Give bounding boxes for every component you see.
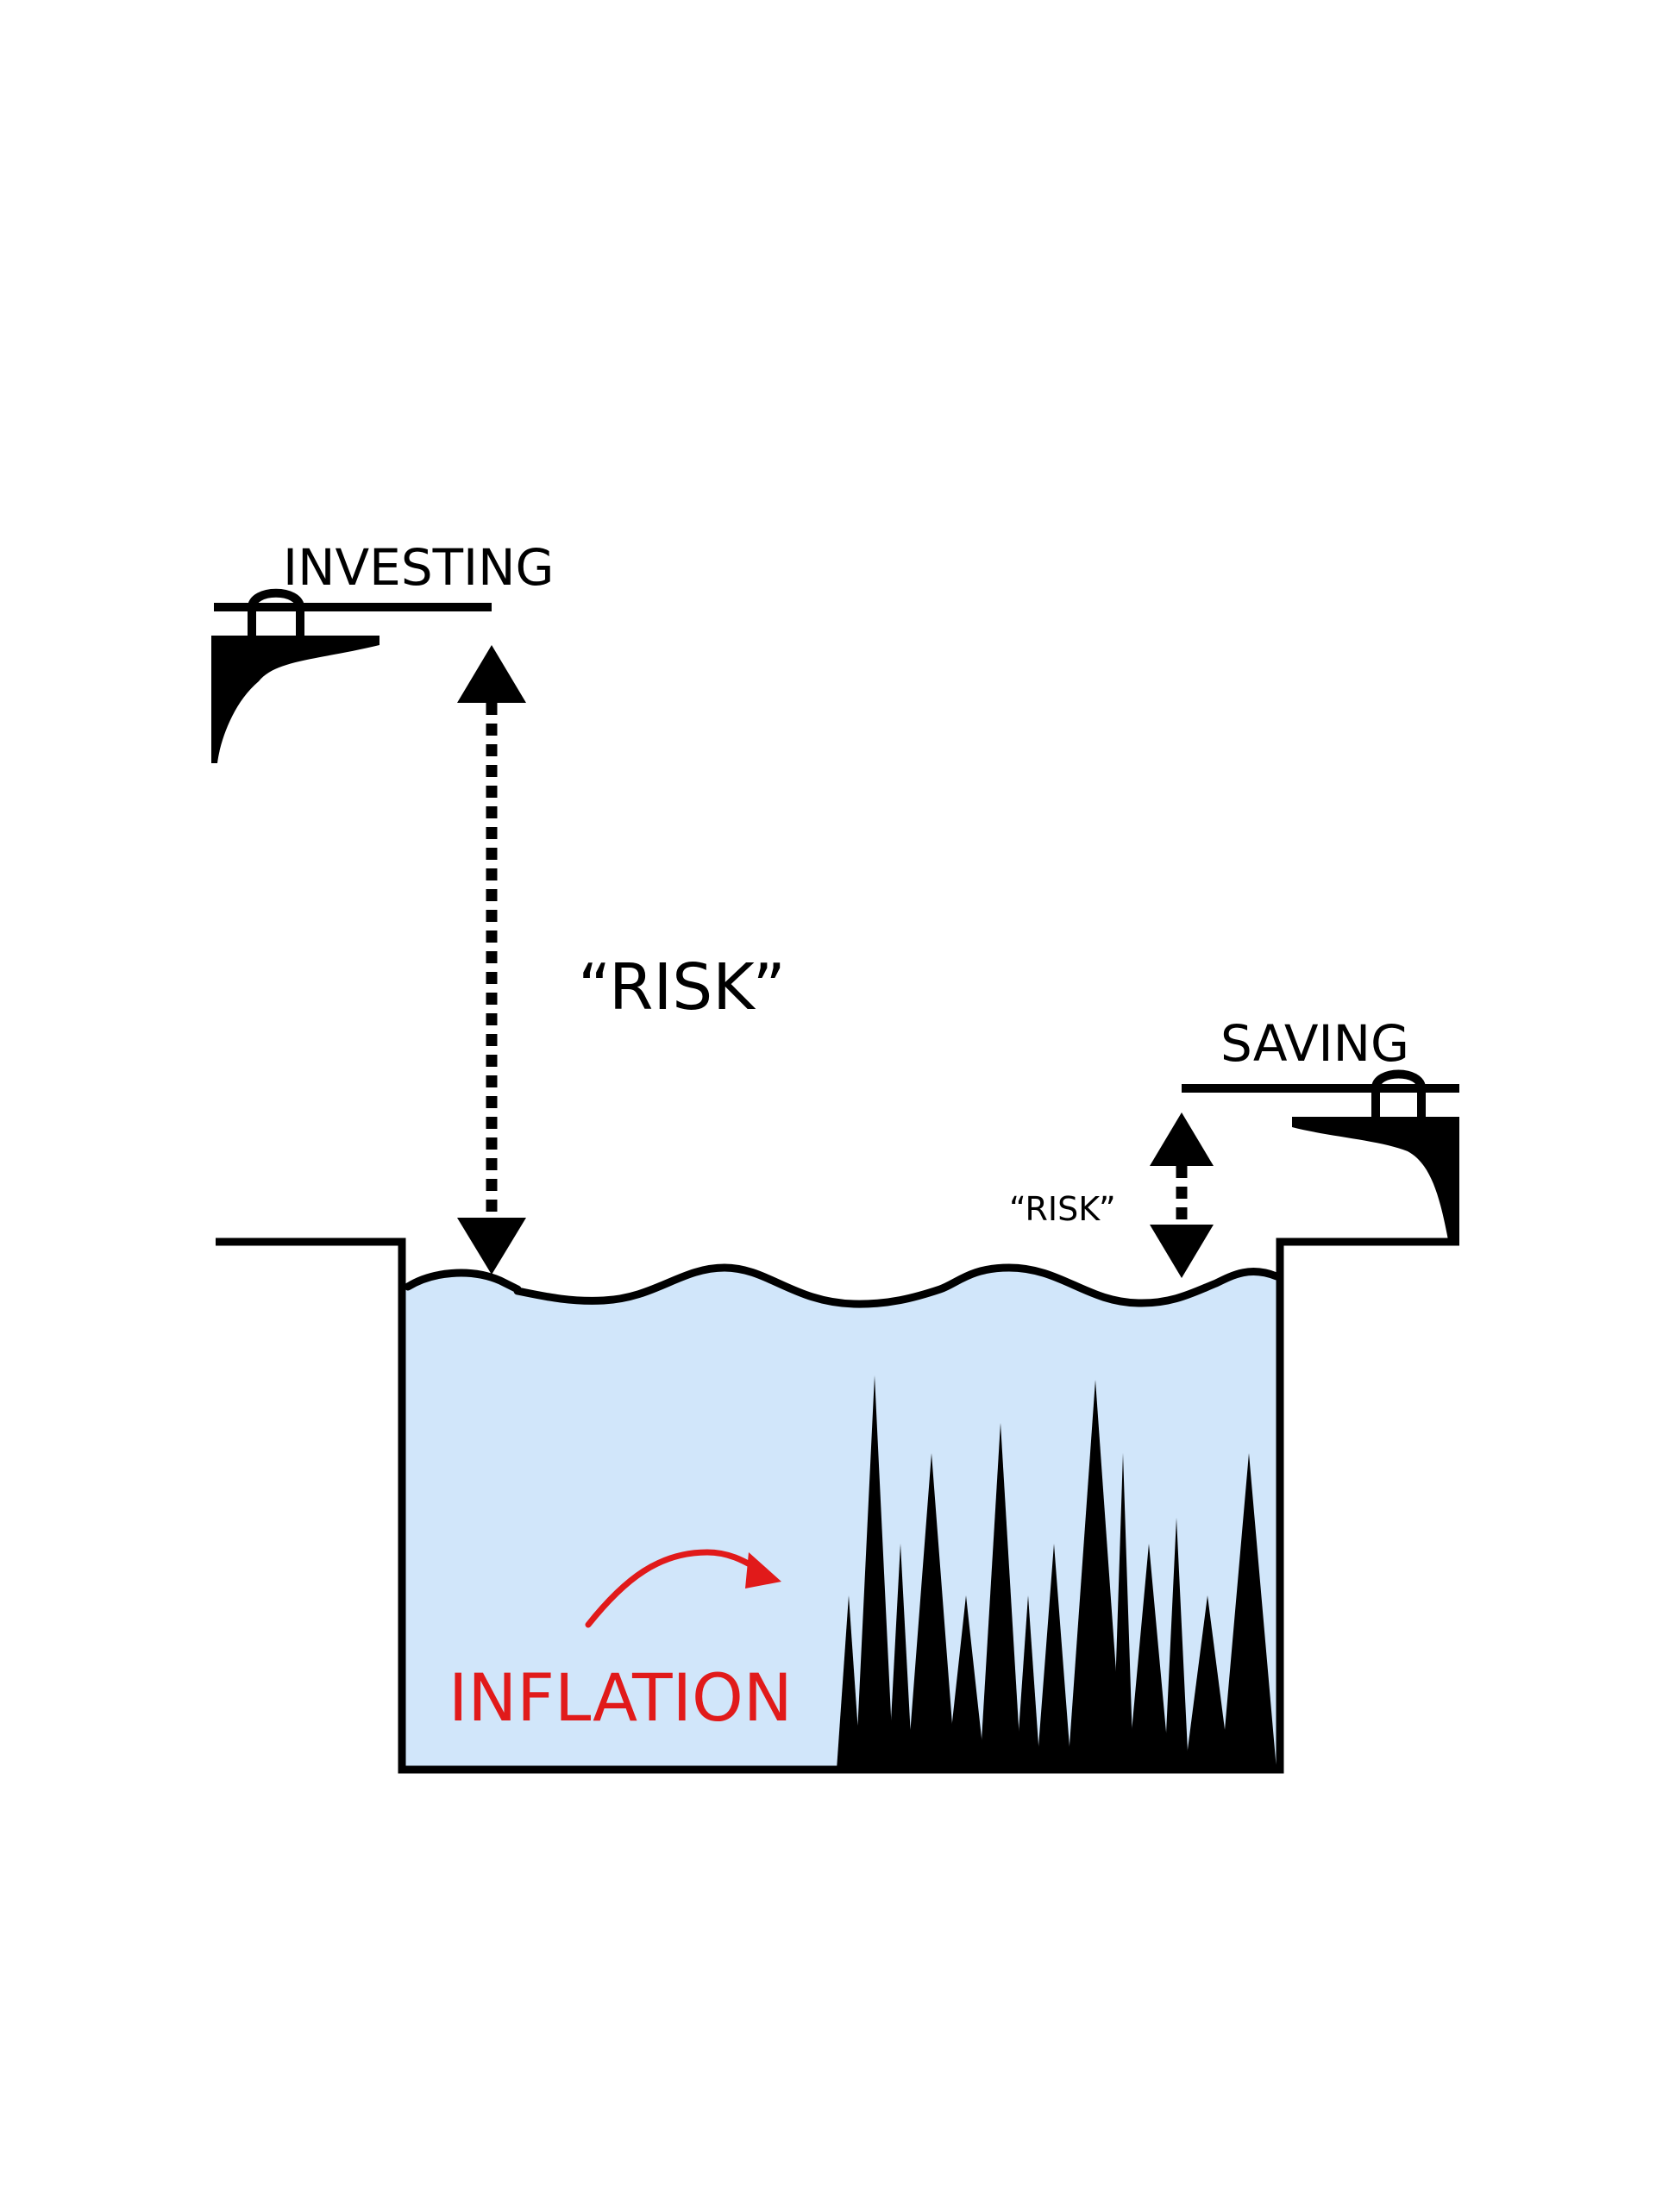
diving-platform-left — [211, 636, 380, 763]
investing-label: INVESTING — [283, 538, 555, 597]
curved-arrow-icon — [585, 1549, 762, 1628]
curved-arrowhead — [745, 1552, 781, 1589]
investing-risk-arrow — [457, 645, 526, 1275]
diving-board-right — [1182, 1069, 1459, 1244]
diving-board-left — [211, 588, 492, 763]
saving-label: SAVING — [1220, 1014, 1409, 1073]
pool-ladder-handle-icon — [1371, 1069, 1426, 1119]
arrowhead-down-icon — [1150, 1225, 1214, 1278]
inflation-label: INFLATION — [448, 1659, 793, 1736]
spike-hazard-icon — [837, 1375, 1276, 1770]
saving-risk-arrow — [1150, 1112, 1214, 1278]
pool-ladder-handle-icon — [248, 588, 304, 638]
arrowhead-up-icon — [1150, 1112, 1214, 1166]
risk-label-large: “RISK” — [578, 950, 786, 1025]
risk-label-small: “RISK” — [1009, 1190, 1116, 1228]
arrowhead-down-icon — [457, 1218, 526, 1275]
arrowhead-up-icon — [457, 645, 526, 703]
water-surface-line — [404, 1263, 1281, 1308]
diving-platform-right — [1292, 1117, 1459, 1244]
